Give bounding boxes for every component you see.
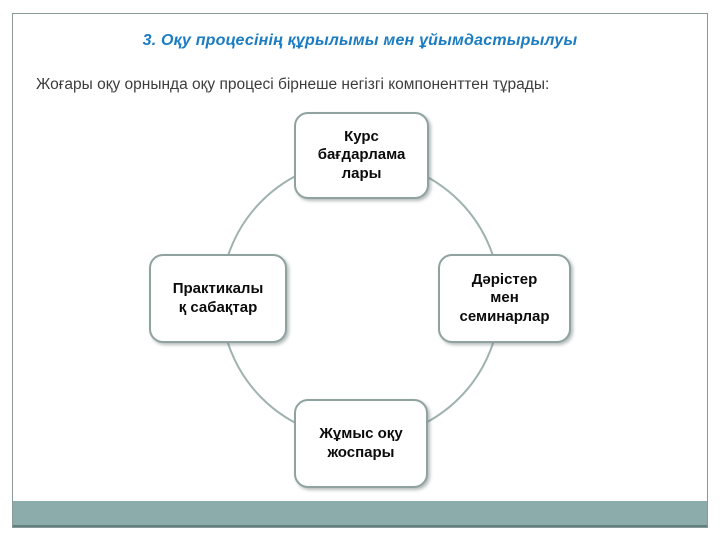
node-course-programs: Курс бағдарлама лары bbox=[294, 112, 429, 199]
slide-title: 3. Оқу процесінің құрылымы мен ұйымдасты… bbox=[142, 32, 578, 49]
slide: 3. Оқу процесінің құрылымы мен ұйымдасты… bbox=[12, 13, 708, 528]
node-work-curriculum: Жұмыс оқу жоспары bbox=[294, 399, 428, 488]
node-practical-classes: Практикалы қ сабақтар bbox=[149, 254, 287, 343]
node-lectures-seminars: Дәрістер мен семинарлар bbox=[438, 254, 571, 343]
footer-bar bbox=[13, 501, 707, 527]
slide-intro-text: Жоғары оқу орнында оқу процесі бірнеше н… bbox=[36, 76, 550, 93]
